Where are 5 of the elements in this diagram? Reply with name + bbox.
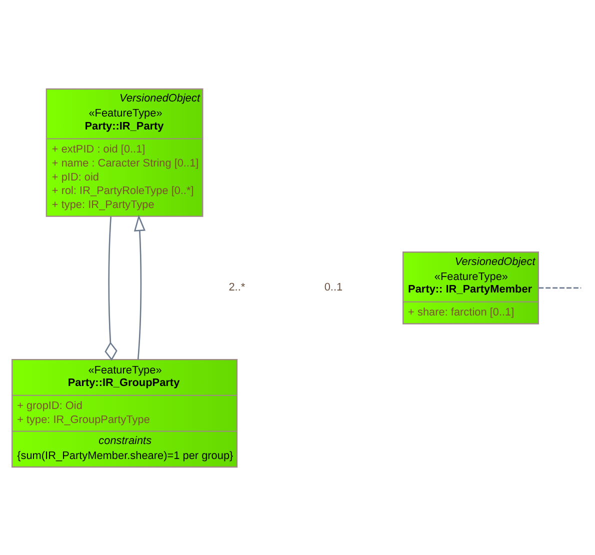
- arrow: [134, 214, 146, 360]
- label: 0..1: [324, 281, 343, 294]
- connector: [538, 286, 582, 288]
- label: 2..*: [228, 281, 246, 294]
- connector: [104, 216, 118, 360]
